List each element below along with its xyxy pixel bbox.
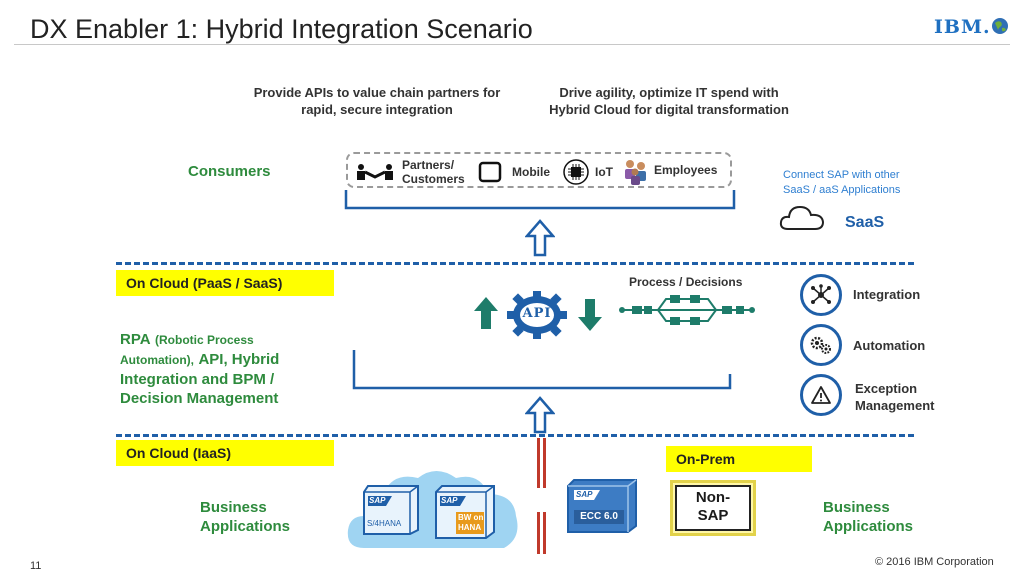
firewall-top: [536, 438, 548, 488]
ecc-label: ECC 6.0: [580, 511, 618, 522]
cloud-bracket: [352, 350, 732, 390]
automation-circle: [800, 324, 842, 366]
nonsap-label-line1: Non-: [695, 489, 731, 506]
process-decisions-label: Process / Decisions: [629, 275, 743, 289]
cloud-iaas-label: On Cloud (IaaS): [116, 440, 334, 466]
business-apps-left: Business Applications: [200, 498, 290, 536]
iot-label: IoT: [595, 165, 613, 179]
bw-hana-label: BW on HANA: [458, 513, 483, 533]
automation-gears-icon: [810, 336, 831, 354]
bw-hana-label-line1: BW on: [458, 513, 484, 522]
s4hana-label: S/4HANA: [367, 519, 402, 528]
tier-divider-cloud: [116, 262, 914, 265]
header-apis-line2: rapid, secure integration: [301, 102, 453, 117]
bw-hana-box: SAP BW on HANA: [434, 484, 498, 540]
warning-icon: [811, 386, 831, 404]
rpa-subtitle-cont: Automation),: [120, 353, 194, 367]
business-apps-left-line1: Business: [200, 499, 267, 516]
saas-note-line2: SaaS / aaS Applications: [783, 184, 901, 196]
exception-label: Exception Management: [855, 380, 934, 414]
s4hana-box: SAP S/4HANA: [362, 484, 422, 536]
bw-sap-logo: SAP: [441, 496, 458, 505]
bw-hana-label-line2: HANA: [458, 523, 482, 532]
s4hana-cube: [363, 485, 419, 535]
up-arrow-icon: [525, 219, 555, 257]
exception-label-line1: Exception: [855, 381, 918, 396]
mobile-icon: [478, 161, 502, 183]
iot-chip-icon: [563, 159, 589, 185]
firewall-bottom: [536, 512, 548, 554]
employees-icon: [625, 160, 646, 185]
header-agility-line1: Drive agility, optimize IT spend with: [559, 85, 779, 100]
automation-label: Automation: [853, 338, 926, 353]
cloud-icon: [779, 205, 825, 230]
title-divider: [14, 44, 1010, 45]
page-title: DX Enabler 1: Hybrid Integration Scenari…: [30, 14, 533, 44]
ecc-sap-logo: SAP: [576, 490, 593, 499]
onprem-label: On-Prem: [666, 446, 812, 472]
mobile-label: Mobile: [512, 165, 550, 179]
exception-label-line2: Management: [855, 398, 935, 413]
rpa-title: RPA: [120, 331, 151, 348]
page-number: 11: [30, 560, 42, 572]
ibm-logo: IBM.: [934, 16, 991, 38]
tier-divider-infra: [116, 434, 914, 437]
integration-circle: [800, 274, 842, 316]
api-gear-icon: [507, 291, 567, 339]
rpa-integration: Integration and BPM /: [120, 371, 275, 388]
ecc-box: SAP ECC 6.0: [566, 478, 640, 534]
arrow-up-green-icon: [474, 297, 498, 329]
ecc-cube: [567, 479, 637, 533]
rpa-subtitle: (Robotic Process: [155, 333, 254, 347]
consumers-label: Consumers: [188, 163, 271, 180]
header-agility: Drive agility, optimize IT spend with Hy…: [524, 84, 814, 118]
s4hana-sap-logo: SAP: [369, 496, 386, 505]
nonsap-box: Non- SAP: [670, 480, 756, 536]
business-apps-right-line2: Applications: [823, 518, 914, 535]
process-flow-icon: [619, 295, 755, 325]
copyright: © 2016 IBM Corporation: [875, 556, 994, 568]
consumers-box: [346, 152, 732, 188]
rpa-decision: Decision Management: [120, 390, 279, 407]
business-apps-right: Business Applications: [823, 498, 913, 536]
api-label: API: [522, 306, 552, 321]
business-apps-right-line1: Business: [823, 499, 890, 516]
partners-label: Partners/ Customers: [402, 158, 465, 186]
saas-note-line1: Connect SAP with other: [783, 169, 900, 181]
header-apis-line1: Provide APIs to value chain partners for: [253, 85, 501, 100]
header-agility-line2: Hybrid Cloud for digital transformation: [549, 102, 789, 117]
nonsap-inner: Non- SAP: [675, 485, 751, 531]
business-apps-left-line2: Applications: [200, 518, 291, 535]
cloud-paas-label: On Cloud (PaaS / SaaS): [116, 270, 334, 296]
partners-label-line2: Customers: [402, 172, 465, 186]
nonsap-label-line2: SAP: [697, 507, 729, 524]
integration-icon: [811, 284, 831, 304]
arrow-down-green-icon: [578, 299, 602, 331]
saas-label: SaaS: [845, 214, 885, 231]
header-apis: Provide APIs to value chain partners for…: [232, 84, 522, 118]
rpa-description: RPA (Robotic Process Automation), API, H…: [120, 330, 350, 408]
employees-label: Employees: [654, 163, 718, 177]
globe-icon: [992, 18, 1008, 34]
bw-hana-cube: [435, 485, 495, 539]
partners-label-line1: Partners/: [402, 158, 455, 172]
saas-note: Connect SAP with other SaaS / aaS Applic…: [783, 168, 900, 198]
up-arrow-lower-icon: [525, 396, 555, 434]
partners-icon: [357, 164, 393, 180]
rpa-api: API, Hybrid: [198, 351, 280, 368]
consumers-bracket: [344, 190, 736, 210]
integration-label: Integration: [853, 287, 921, 302]
exception-circle: [800, 374, 842, 416]
